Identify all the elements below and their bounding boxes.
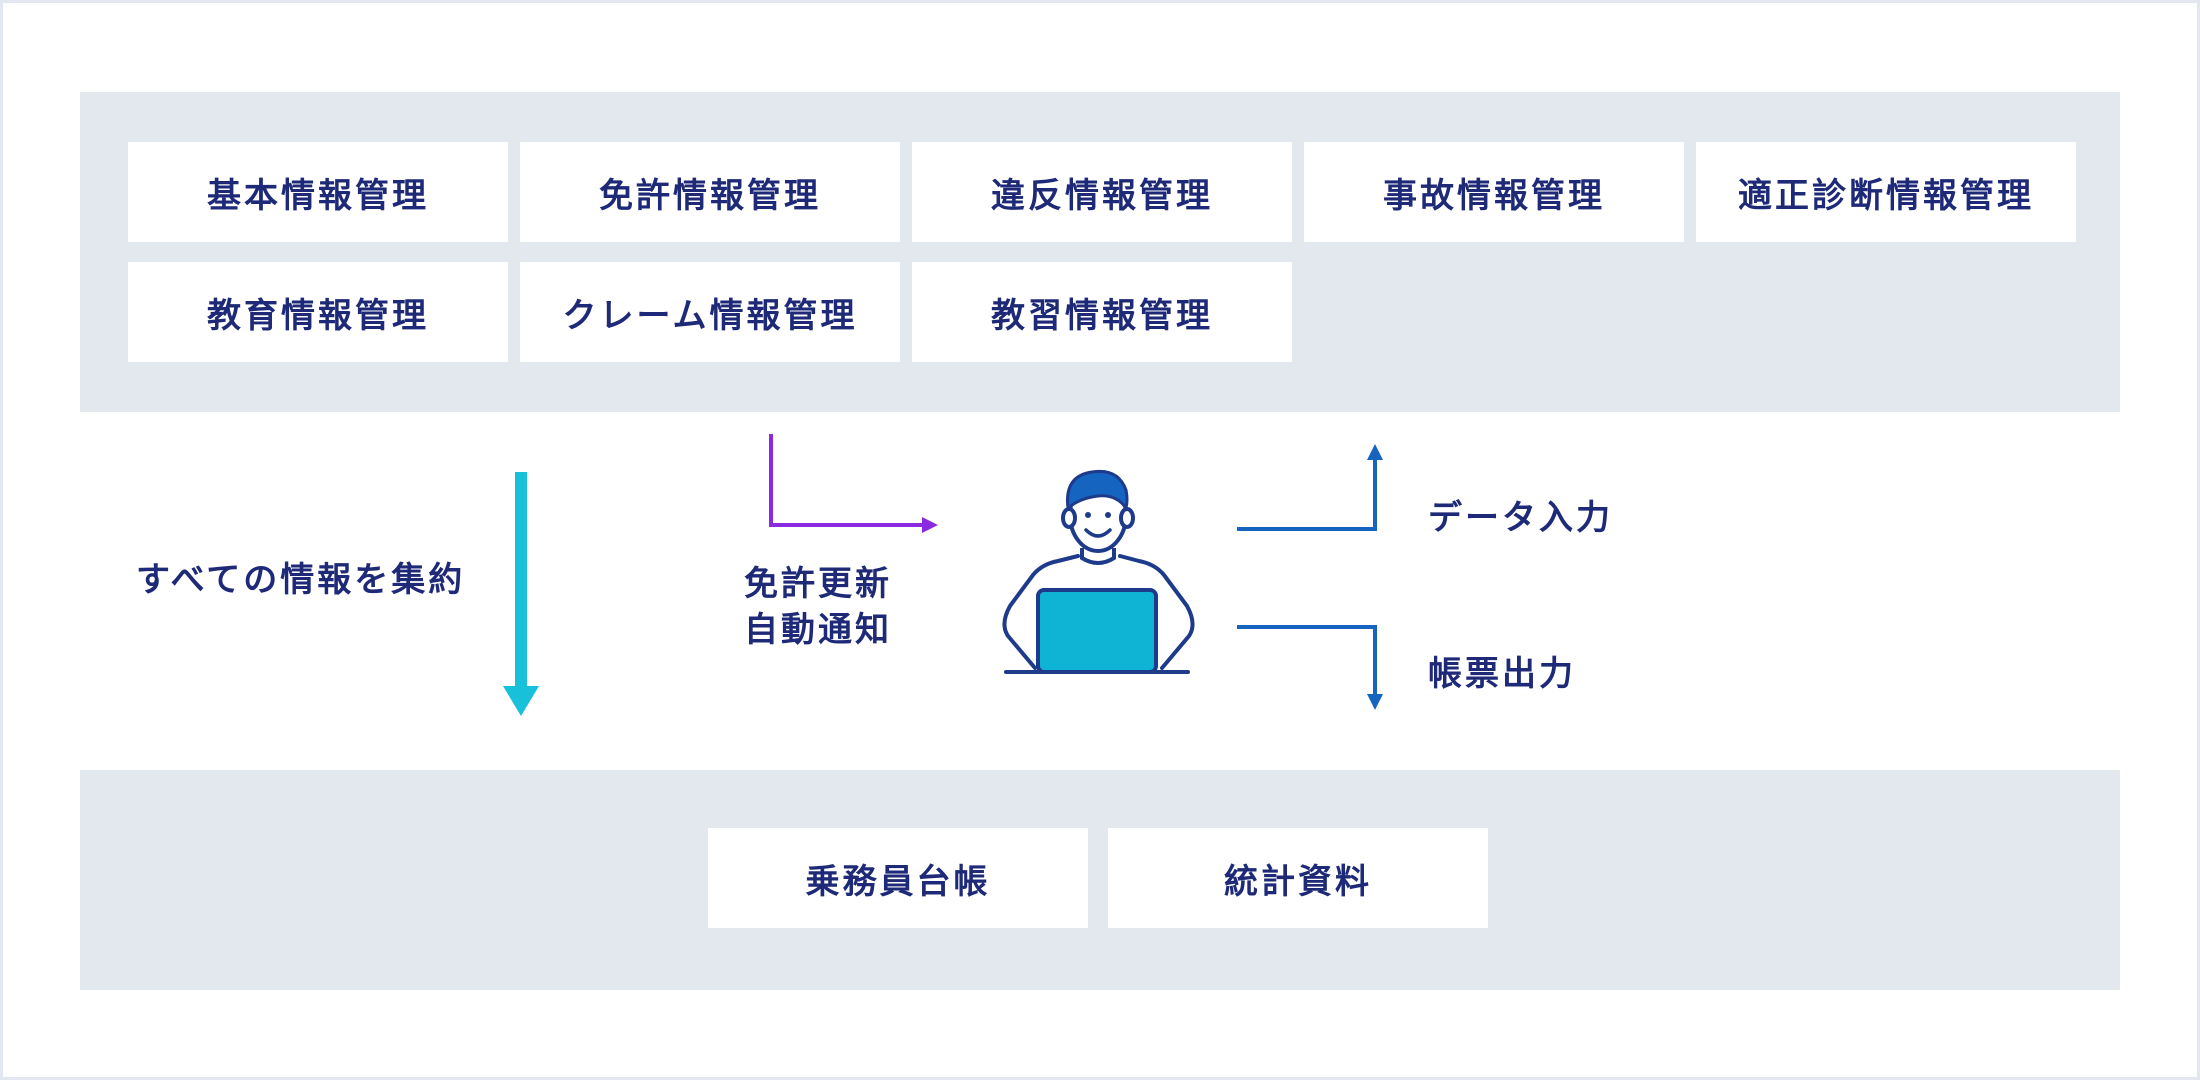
license-notice-arrow: [769, 434, 938, 533]
module-accident-info: 事故情報管理: [1304, 142, 1684, 242]
output-statistics: 統計資料: [1108, 828, 1488, 928]
license-notice-line1: 免許更新: [744, 564, 892, 604]
report-output-arrow: [1237, 625, 1383, 710]
license-notice-line2: 自動通知: [744, 610, 892, 650]
aggregate-down-arrow: [503, 472, 539, 716]
module-license-info: 免許情報管理: [520, 142, 900, 242]
module-basic-info: 基本情報管理: [128, 142, 508, 242]
module-training-info: 教習情報管理: [912, 262, 1292, 362]
person-with-laptop-icon: [1002, 469, 1195, 674]
module-complaint-info: クレーム情報管理: [520, 262, 900, 362]
data-input-arrow: [1237, 444, 1383, 531]
aggregate-label: すべての情報を集約: [136, 560, 466, 600]
module-violation-info: 違反情報管理: [912, 142, 1292, 242]
module-education-info: 教育情報管理: [128, 262, 508, 362]
data-input-label: データ入力: [1428, 498, 1613, 538]
module-aptitude-diagnosis-info: 適正診断情報管理: [1696, 142, 2076, 242]
report-output-label: 帳票出力: [1428, 654, 1576, 694]
outputs-panel: [80, 770, 2120, 990]
output-crew-ledger: 乗務員台帳: [708, 828, 1088, 928]
